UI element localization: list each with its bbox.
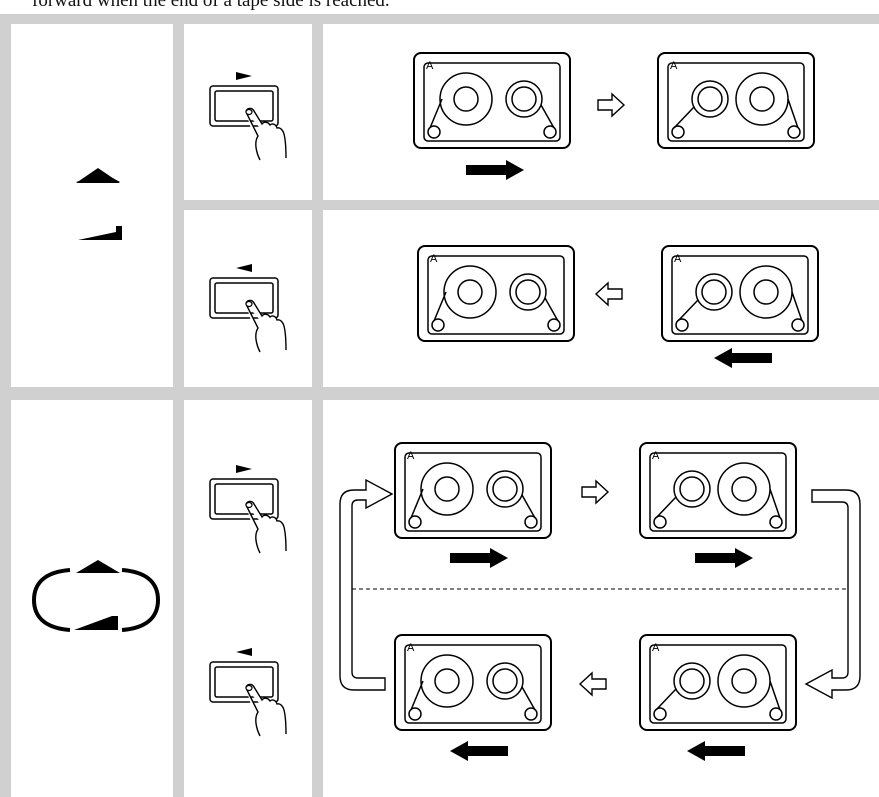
loop-top-transition-arrow: [581, 480, 609, 504]
loop-bottom-transition-arrow: [579, 672, 607, 696]
loop-right-return-arrow: [804, 489, 861, 700]
loop-top-cassette-end: [639, 442, 797, 539]
row1-cassette-start: [413, 52, 571, 149]
loop-top-direction-arrow-1: [450, 548, 508, 568]
play-reverse-button-illustration: [209, 264, 287, 353]
mode-forward-icon: [76, 168, 120, 183]
loop-bottom-direction-arrow-2: [687, 741, 745, 761]
row2-cassette-end: [417, 245, 575, 342]
row1-tape-direction-arrow: [466, 160, 524, 180]
mode-reverse-icon: [78, 226, 122, 240]
grid-frame: [0, 14, 879, 797]
loop-reverse-button-illustration: [209, 648, 287, 737]
loop-bottom-cassette-start: [639, 634, 797, 731]
loop-top-direction-arrow-2: [695, 548, 753, 568]
loop-bottom-cassette-end: [394, 634, 552, 731]
row2-transition-arrow: [595, 282, 623, 306]
row2-cassette-start: [661, 245, 819, 342]
row2-tape-direction-arrow: [714, 348, 772, 368]
play-forward-button-illustration: [209, 72, 287, 161]
row1-cassette-end: [657, 52, 815, 149]
loop-bottom-direction-arrow-1: [450, 741, 508, 761]
row1-transition-arrow: [597, 93, 625, 117]
caption-text: forward when the end of a tape side is r…: [32, 0, 390, 11]
loop-top-cassette-start: [394, 442, 552, 539]
loop-left-return-arrow: [339, 478, 394, 691]
mode-loop-icon: [31, 560, 161, 632]
loop-forward-button-illustration: [209, 465, 287, 554]
